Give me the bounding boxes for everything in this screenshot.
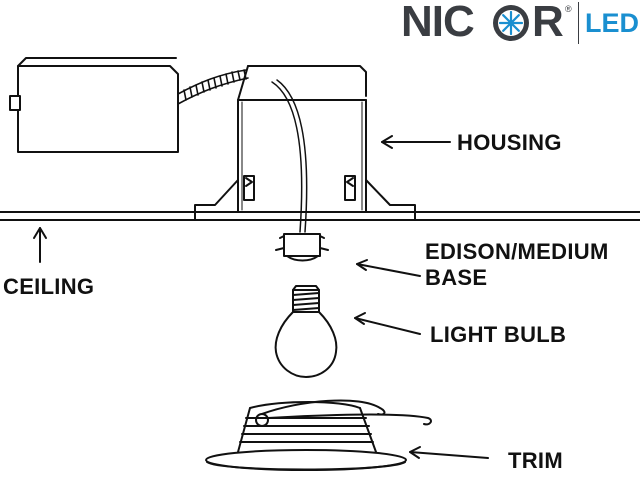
- ceiling-arrow: [33, 227, 47, 263]
- label-housing: HOUSING: [457, 130, 562, 155]
- logo-led-suffix: LED: [585, 8, 639, 38]
- logo-star-o-icon: [493, 5, 529, 41]
- logo-registered-mark: ®: [565, 4, 572, 14]
- label-base-line1: EDISON/MEDIUM: [425, 239, 609, 264]
- label-trim: TRIM: [508, 448, 563, 473]
- logo-brand-right: R: [532, 0, 564, 46]
- logo-divider: [578, 2, 579, 44]
- ceiling-line: [0, 211, 640, 221]
- flexible-conduit: [177, 69, 249, 105]
- label-base-line2: BASE: [425, 265, 488, 290]
- housing-can: [194, 65, 416, 221]
- junction-box: [9, 57, 179, 153]
- light-bulb: [274, 285, 338, 378]
- trim-ring: [205, 399, 432, 471]
- bulb-arrow: [354, 312, 421, 335]
- label-ceiling: CEILING: [3, 274, 95, 299]
- housing-arrow: [381, 135, 451, 149]
- trim-arrow: [409, 446, 489, 459]
- logo-brand-left: NIC: [401, 0, 475, 46]
- base-arrow: [356, 259, 421, 277]
- socket-wires: [271, 79, 308, 233]
- label-light-bulb: LIGHT BULB: [430, 322, 567, 347]
- edison-socket: [275, 233, 329, 262]
